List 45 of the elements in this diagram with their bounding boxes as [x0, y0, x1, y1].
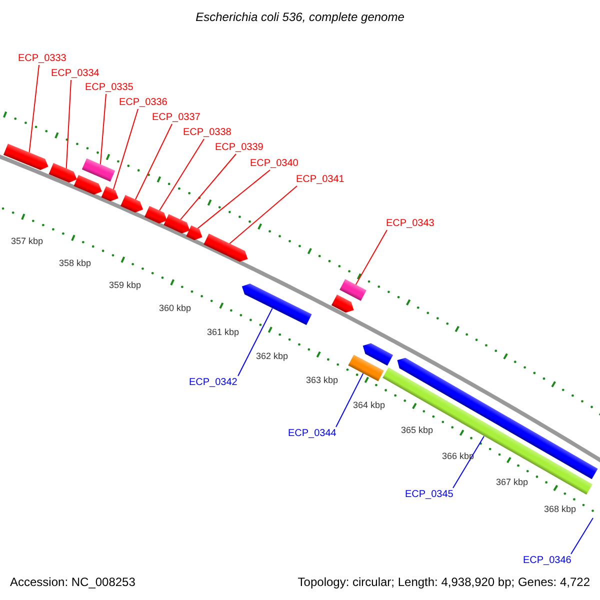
leader-line	[112, 108, 138, 190]
gene-label: ECP_0343	[386, 217, 438, 230]
leader-line	[180, 154, 236, 220]
scale-label: 368 kbp	[542, 504, 578, 515]
scale-label: 357 kbp	[10, 236, 44, 247]
scale-label: 364 kbp	[352, 400, 386, 411]
gene-label: ECP_0337	[152, 111, 204, 124]
leader-line	[158, 138, 204, 212]
leader-line	[100, 94, 106, 165]
gene-label: ECP_0335	[85, 81, 137, 94]
gene-label: ECP_0336	[119, 96, 171, 109]
leader-line	[28, 64, 40, 153]
gene-label: ECP_0339	[215, 141, 267, 154]
footer-text: Accession: NC_008253	[10, 575, 136, 589]
leader-line	[452, 436, 485, 488]
gene-label: ECP_0346	[523, 554, 575, 567]
gene-label: ECP_0345	[405, 488, 457, 501]
gene-label: ECP_0338	[183, 126, 235, 139]
scale-label: 362 kbp	[254, 351, 290, 362]
leader-line	[238, 308, 273, 376]
leader-line	[229, 186, 298, 244]
scale-label: 360 kbp	[158, 303, 192, 314]
scale-label: 361 kbp	[206, 327, 240, 338]
footer-text: Topology: circular; Length: 4,938,920 bp; Genes: 4,722	[298, 575, 590, 589]
leader-line	[134, 124, 172, 200]
scale-label: 367 kbp	[494, 477, 530, 488]
scale-label: 359 kbp	[108, 280, 142, 291]
leader-line	[197, 170, 270, 230]
leader-line	[66, 80, 72, 169]
diagram-title: Escherichia coli 536, complete genome	[194, 10, 406, 24]
gene-feature	[186, 225, 204, 243]
scale-label: 365 kbp	[400, 425, 434, 436]
leader-line	[570, 518, 594, 554]
gene-label: ECP_0334	[51, 67, 103, 80]
gene-label: ECP_0344	[288, 427, 340, 440]
gene-label: ECP_0342	[189, 376, 241, 389]
gene-label: ECP_0340	[250, 157, 302, 170]
gene-label: ECP_0333	[18, 52, 70, 65]
scale-label: 363 kbp	[304, 375, 340, 386]
leader-line	[336, 372, 364, 428]
gene-label: ECP_0341	[296, 173, 348, 186]
scale-label: 358 kbp	[58, 258, 92, 269]
leader-line	[355, 230, 388, 286]
gene-block	[81, 158, 115, 182]
gene-block	[340, 279, 366, 301]
